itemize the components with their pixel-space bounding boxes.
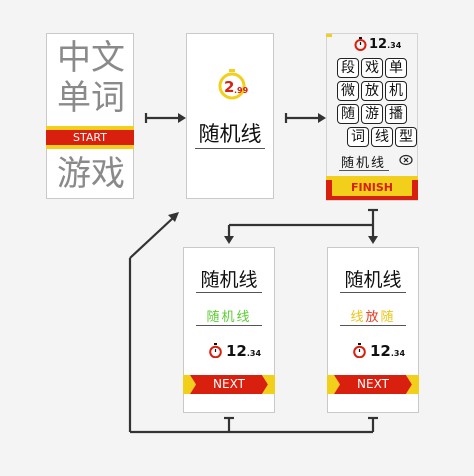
next-button-shape <box>327 375 419 394</box>
grid-cell[interactable]: 放 <box>361 81 383 101</box>
start-bar-top-accent <box>46 126 134 130</box>
finish-bar-bottom-accent <box>326 196 418 200</box>
intro-word-underline <box>195 148 265 149</box>
grid-cell[interactable]: 线 <box>371 127 393 147</box>
result-timer: 12.34 <box>226 342 262 360</box>
next-button-shape <box>183 375 275 394</box>
title-line-2: 单词 <box>57 78 125 118</box>
correct-result-screen: 随机线 随机线 12.34 NEXT <box>183 247 275 413</box>
stopwatch-icon <box>354 37 367 51</box>
game-screen: 12.34 段 戏 单 微 放 机 随 游 播 词 线 型 随机线 FINISH <box>326 33 418 201</box>
answer-field[interactable]: 随机线 <box>341 156 387 171</box>
stopwatch-icon <box>218 69 246 100</box>
title-line-1: 中文 <box>57 38 125 78</box>
finish-bar-top-accent <box>326 176 418 180</box>
target-word: 随机线 <box>200 269 258 291</box>
countdown-fraction: .99 <box>234 86 249 95</box>
target-word-underline <box>340 292 406 293</box>
grid-cell[interactable]: 戏 <box>361 58 383 78</box>
answer-underline <box>339 170 389 171</box>
title-line-3: 游戏 <box>57 154 125 194</box>
grid-cell[interactable]: 机 <box>385 81 407 101</box>
game-timer: 12.34 <box>369 37 402 52</box>
player-answer-underline <box>196 325 262 326</box>
answer-char: 放 <box>365 310 381 325</box>
grid-cell[interactable]: 词 <box>347 127 369 147</box>
next-button[interactable]: NEXT <box>357 377 389 391</box>
result-timer: 12.34 <box>370 342 406 360</box>
start-button[interactable]: START <box>46 130 134 145</box>
corner-accent <box>326 34 332 37</box>
grid-cell[interactable]: 游 <box>361 104 383 124</box>
answer-char: 随 <box>380 310 396 325</box>
next-button[interactable]: NEXT <box>213 377 245 391</box>
finish-button[interactable]: FINISH <box>326 180 418 196</box>
player-answer: 线放随 <box>328 306 418 325</box>
target-word-underline <box>196 292 262 293</box>
grid-cell[interactable]: 播 <box>385 104 407 124</box>
stopwatch-icon <box>209 343 222 358</box>
player-answer: 随机线 <box>206 310 252 325</box>
wrong-result-screen: 随机线 线放随 12.34 NEXT <box>327 247 419 413</box>
answer-char: 线 <box>350 310 366 325</box>
player-answer-underline <box>340 325 406 326</box>
grid-cell[interactable]: 微 <box>337 81 359 101</box>
intro-word: 随机线 <box>198 122 262 146</box>
intro-screen: 2 .99 随机线 <box>186 33 274 199</box>
countdown-value: 2 <box>224 78 235 96</box>
grid-cell[interactable]: 段 <box>337 58 359 78</box>
grid-cell[interactable]: 随 <box>337 104 359 124</box>
stopwatch-icon <box>353 343 366 358</box>
target-word: 随机线 <box>344 269 402 291</box>
start-bar-bottom-accent <box>46 145 134 149</box>
grid-cell[interactable]: 单 <box>385 58 407 78</box>
start-screen: 中文 单词 START 游戏 <box>46 33 134 199</box>
grid-cell[interactable]: 型 <box>395 127 417 147</box>
finish-label: FINISH <box>350 181 394 194</box>
backspace-icon[interactable] <box>399 154 413 166</box>
